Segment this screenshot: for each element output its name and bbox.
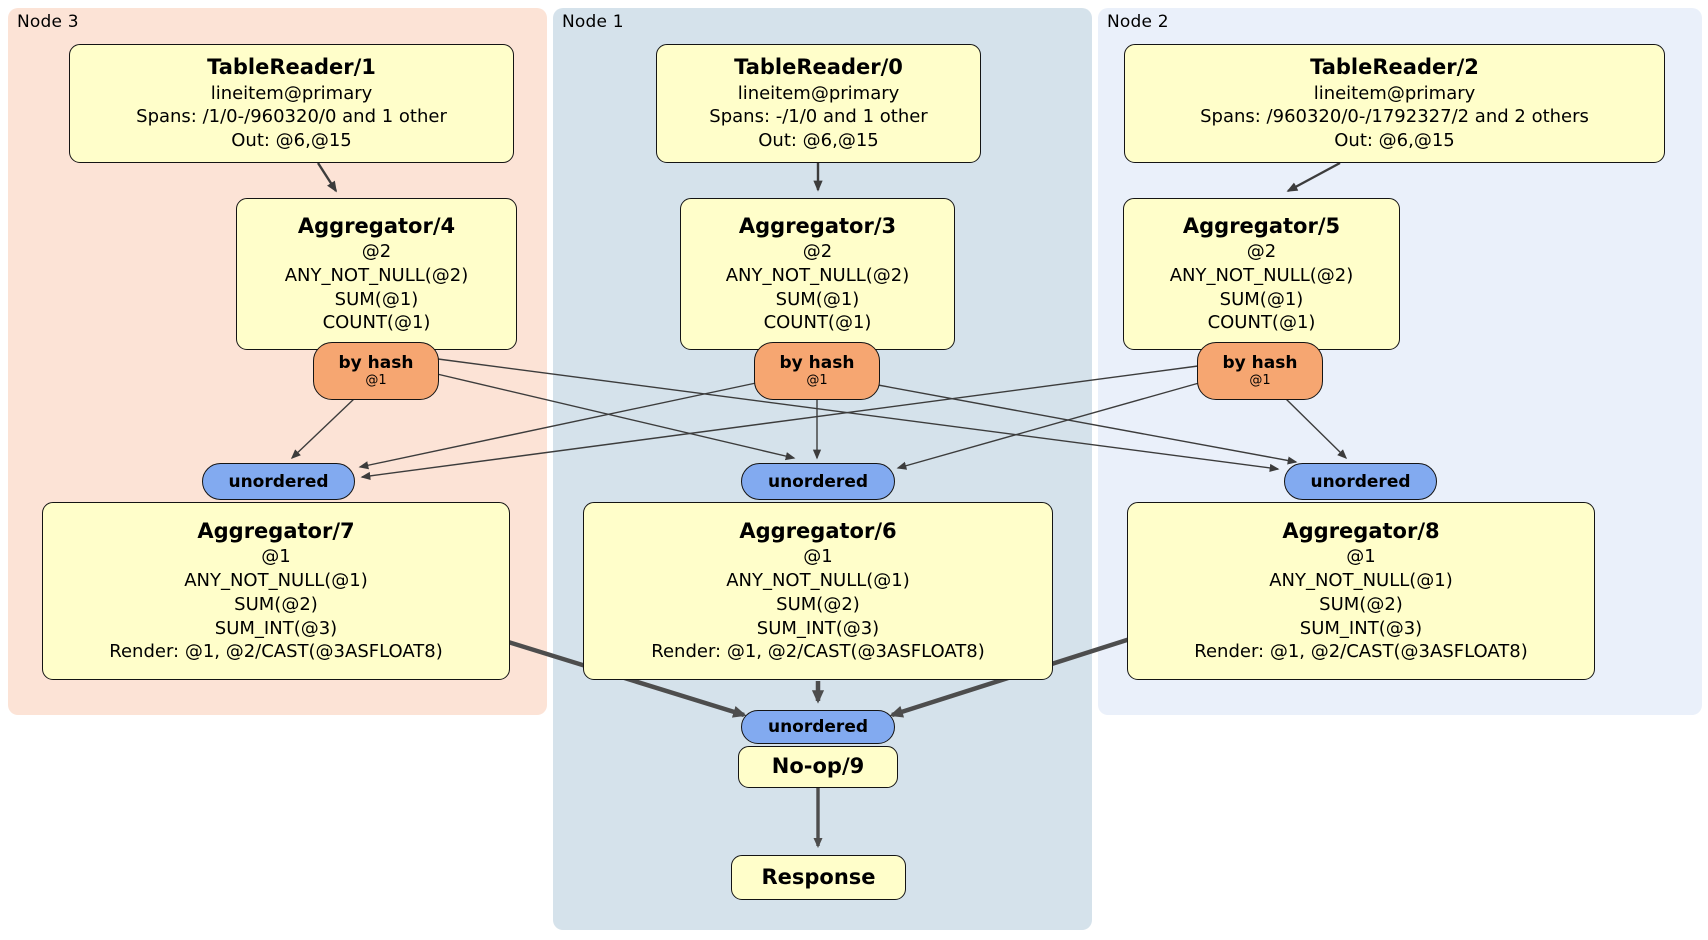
processor-line: Spans: -/1/0 and 1 other xyxy=(709,106,928,128)
node2-label: Node 2 xyxy=(1107,12,1169,32)
sync-label: unordered xyxy=(767,471,869,492)
processor-line: Out: @6,@15 xyxy=(1334,130,1455,152)
node1-label: Node 1 xyxy=(562,12,624,32)
processor-tablereader-1: TableReader/1 lineitem@primary Spans: /1… xyxy=(69,44,514,163)
router-by-hash-3: by hash @1 xyxy=(754,342,880,400)
edge-r4-syncL xyxy=(290,397,356,460)
processor-line: Spans: /1/0-/960320/0 and 1 other xyxy=(136,106,447,128)
processor-tablereader-2: TableReader/2 lineitem@primary Spans: /9… xyxy=(1124,44,1665,163)
processor-line: ANY_NOT_NULL(@2) xyxy=(725,264,910,286)
processor-line: SUM_INT(@3) xyxy=(1299,617,1423,639)
processor-title: Aggregator/4 xyxy=(297,213,456,238)
edge-r4-syncM xyxy=(436,373,796,461)
processor-line: COUNT(@1) xyxy=(322,312,431,334)
processor-line: @1 xyxy=(261,546,291,568)
processor-aggregator-4: Aggregator/4 @2 ANY_NOT_NULL(@2) SUM(@1)… xyxy=(236,198,517,350)
sync-unordered-left: unordered xyxy=(202,463,355,500)
processor-line: ANY_NOT_NULL(@2) xyxy=(1169,264,1354,286)
processor-line: Spans: /960320/0-/1792327/2 and 2 others xyxy=(1200,106,1589,128)
edge-r3-syncL xyxy=(358,382,757,470)
processor-line: SUM(@2) xyxy=(1319,593,1403,615)
router-label: by hash xyxy=(779,353,855,373)
router-label: by hash xyxy=(1222,353,1298,373)
edge-r3-syncR xyxy=(877,384,1298,465)
processor-line: lineitem@primary xyxy=(210,82,373,104)
router-label: by hash xyxy=(338,353,414,373)
router-detail: @1 xyxy=(1249,373,1271,389)
processor-aggregator-3: Aggregator/3 @2 ANY_NOT_NULL(@2) SUM(@1)… xyxy=(680,198,955,350)
processor-line: @1 xyxy=(1346,546,1376,568)
processor-noop-9: No-op/9 xyxy=(738,746,898,788)
processor-title: Aggregator/7 xyxy=(197,518,355,543)
processor-aggregator-8: Aggregator/8 @1 ANY_NOT_NULL(@1) SUM(@2)… xyxy=(1127,502,1595,680)
processor-tablereader-0: TableReader/0 lineitem@primary Spans: -/… xyxy=(656,44,981,163)
processor-line: @2 xyxy=(1246,241,1277,263)
sync-label: unordered xyxy=(1310,471,1411,492)
processor-line: @1 xyxy=(803,546,833,568)
node3-label: Node 3 xyxy=(17,12,79,32)
sync-label: unordered xyxy=(228,471,329,492)
processor-aggregator-5: Aggregator/5 @2 ANY_NOT_NULL(@2) SUM(@1)… xyxy=(1123,198,1400,350)
processor-line: SUM_INT(@3) xyxy=(756,617,880,639)
processor-title: TableReader/0 xyxy=(734,55,903,80)
edge-r5-syncL xyxy=(360,365,1199,480)
processor-line: ANY_NOT_NULL(@2) xyxy=(284,264,469,286)
processor-title: No-op/9 xyxy=(771,754,865,779)
processor-line: Out: @6,@15 xyxy=(758,130,879,152)
processor-line: SUM(@1) xyxy=(775,288,860,310)
processor-line: ANY_NOT_NULL(@1) xyxy=(726,570,910,592)
processor-line: @2 xyxy=(361,241,392,263)
router-by-hash-4: by hash @1 xyxy=(313,342,439,400)
router-detail: @1 xyxy=(365,373,387,389)
processor-line: ANY_NOT_NULL(@1) xyxy=(184,570,368,592)
processor-title: TableReader/2 xyxy=(1310,55,1479,80)
processor-title: Aggregator/6 xyxy=(739,518,897,543)
processor-title: Aggregator/3 xyxy=(738,213,897,238)
processor-line: COUNT(@1) xyxy=(1207,312,1316,334)
processor-line: SUM(@1) xyxy=(1219,288,1304,310)
response-node: Response xyxy=(731,855,906,900)
processor-line: SUM(@2) xyxy=(776,593,860,615)
processor-line: lineitem@primary xyxy=(1313,82,1476,104)
processor-aggregator-7: Aggregator/7 @1 ANY_NOT_NULL(@1) SUM(@2)… xyxy=(42,502,510,680)
processor-line: COUNT(@1) xyxy=(763,312,872,334)
processor-line: ANY_NOT_NULL(@1) xyxy=(1269,570,1453,592)
edge-r4-syncR xyxy=(437,358,1280,472)
processor-title: Aggregator/8 xyxy=(1282,518,1440,543)
processor-line: SUM(@1) xyxy=(334,288,419,310)
edge-r5-syncR xyxy=(1284,397,1348,460)
router-detail: @1 xyxy=(806,373,828,389)
edge-tr2-agg5 xyxy=(1286,161,1341,193)
sync-unordered-right: unordered xyxy=(1284,463,1437,500)
processor-title: Aggregator/5 xyxy=(1182,213,1341,238)
processor-line: SUM(@2) xyxy=(234,593,318,615)
processor-line: Render: @1, @2/CAST(@3ASFLOAT8) xyxy=(651,641,985,663)
edge-tr1-agg4 xyxy=(316,162,338,193)
processor-aggregator-6: Aggregator/6 @1 ANY_NOT_NULL(@1) SUM(@2)… xyxy=(583,502,1053,680)
processor-line: Render: @1, @2/CAST(@3ASFLOAT8) xyxy=(109,641,443,663)
processor-line: Render: @1, @2/CAST(@3ASFLOAT8) xyxy=(1194,641,1528,663)
processor-line: lineitem@primary xyxy=(737,82,900,104)
processor-line: SUM_INT(@3) xyxy=(214,617,338,639)
processor-line: Out: @6,@15 xyxy=(231,130,352,152)
edge-r5-syncM xyxy=(896,382,1200,470)
sync-unordered-middle: unordered xyxy=(741,463,895,500)
router-by-hash-5: by hash @1 xyxy=(1197,342,1323,400)
processor-title: Response xyxy=(761,864,876,889)
sync-label: unordered xyxy=(767,717,869,737)
processor-title: TableReader/1 xyxy=(207,55,376,80)
processor-line: @2 xyxy=(802,241,833,263)
sync-unordered-final: unordered xyxy=(741,710,895,744)
